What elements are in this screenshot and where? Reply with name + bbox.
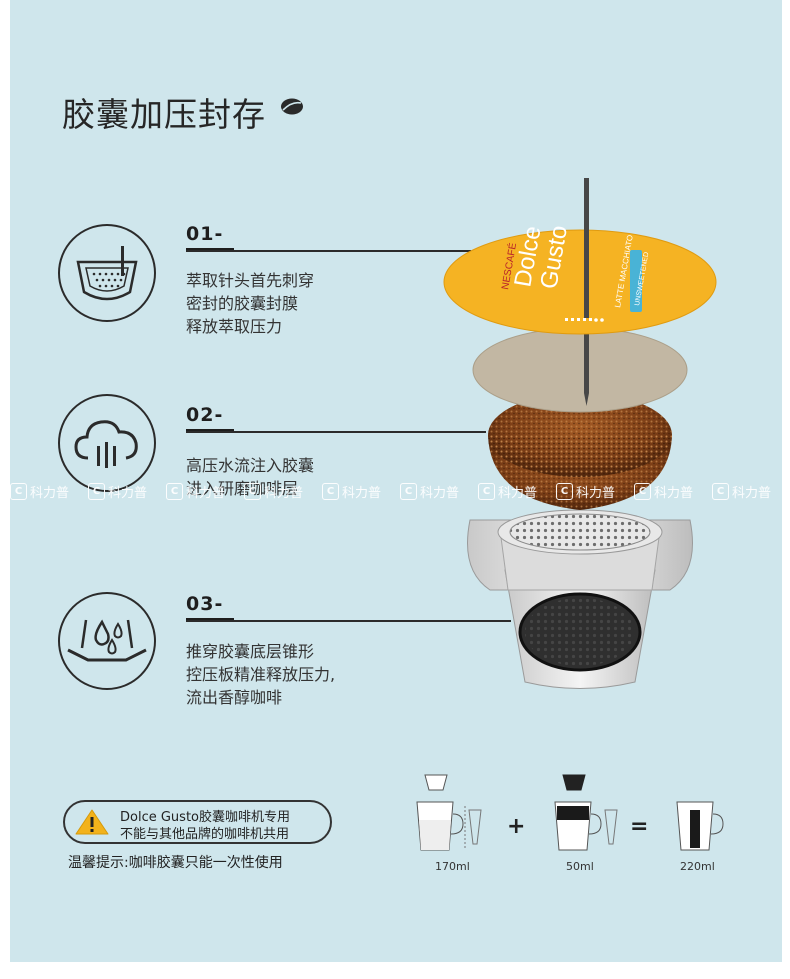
- recipe-diagram: [416, 774, 724, 851]
- ground-coffee-layer: [488, 393, 672, 510]
- step-2-text-2: 进入研磨咖啡层: [186, 479, 299, 498]
- coffee-volume: 50ml: [566, 860, 594, 873]
- water-drops-icon: [67, 619, 147, 662]
- watermark-logo-icon: C: [634, 482, 651, 500]
- step-3-number: 03-: [186, 593, 224, 615]
- milk-volume: 170ml: [435, 860, 470, 873]
- coffee-bean-icon: [281, 98, 303, 115]
- warning-icon: [75, 809, 109, 835]
- watermark-logo-icon: C: [10, 482, 27, 500]
- watermark-logo-icon: C: [400, 482, 417, 500]
- compatibility-notice: Dolce Gusto胶囊咖啡机专用 不能与其他品牌的咖啡机共用: [63, 800, 332, 844]
- sealing-foil: [472, 327, 688, 413]
- watermark-logo-icon: C: [478, 482, 495, 500]
- capsule-lid: NESCAFÉ Dolce Gusto LATTE MACCHIATO UNSW…: [443, 178, 717, 335]
- step-1-leader-line: [186, 250, 471, 252]
- step-1-text-2: 密封的胶囊封膜: [186, 294, 299, 313]
- notice-line-2: 不能与其他品牌的咖啡机共用: [120, 827, 290, 842]
- step-1-icon-circle: [58, 224, 156, 322]
- steam-cloud-icon: [74, 420, 138, 468]
- step-2-icon-circle: [58, 394, 156, 492]
- product-page: 胶囊加压封存 01- 萃取针头首先刺穿 密封的胶囊封膜 释放萃取压力 02-: [10, 0, 782, 962]
- step-3-leader-line: [186, 620, 511, 622]
- equals-sign: =: [630, 814, 649, 839]
- step-1-number: 01-: [186, 223, 224, 245]
- plus-sign: +: [507, 814, 526, 839]
- capsule-filter-icon: [76, 246, 138, 301]
- step-2-text-1: 高压水流注入胶囊: [186, 456, 315, 475]
- latte-result-glass: [676, 801, 724, 851]
- watermark-logo-icon: C: [166, 482, 183, 500]
- step-3-text-2: 控压板精准释放压力,: [186, 665, 336, 684]
- step-2-number: 02-: [186, 404, 224, 426]
- watermark-logo-icon: C: [322, 482, 339, 500]
- lid-badge-box: [630, 250, 642, 312]
- watermark-logo-icon: C: [556, 482, 573, 500]
- milk-capsule-glass: [416, 774, 482, 851]
- watermark-logo-icon: C: [244, 482, 261, 500]
- step-3-icon-circle: [58, 592, 156, 690]
- watermark-logo-icon: C: [88, 482, 105, 500]
- step-1-text-1: 萃取针头首先刺穿: [186, 271, 315, 290]
- notice-line-1: Dolce Gusto胶囊咖啡机专用: [120, 810, 290, 825]
- coffee-capsule-glass: [554, 774, 618, 851]
- step-3-text-3: 流出香醇咖啡: [186, 688, 283, 707]
- step-3-text-1: 推穿胶囊底层锥形: [186, 642, 315, 661]
- usage-tip: 温馨提示:咖啡胶囊只能一次性使用: [68, 855, 283, 871]
- capsule-cup: [467, 509, 693, 689]
- page-title: 胶囊加压封存: [62, 95, 266, 134]
- capsule-exploded-illustration: NESCAFÉ Dolce Gusto LATTE MACCHIATO UNSW…: [443, 178, 717, 689]
- result-volume: 220ml: [680, 860, 715, 873]
- step-2-leader-line: [186, 431, 486, 433]
- step-1-text-3: 释放萃取压力: [186, 317, 283, 336]
- watermark-logo-icon: C: [712, 482, 729, 500]
